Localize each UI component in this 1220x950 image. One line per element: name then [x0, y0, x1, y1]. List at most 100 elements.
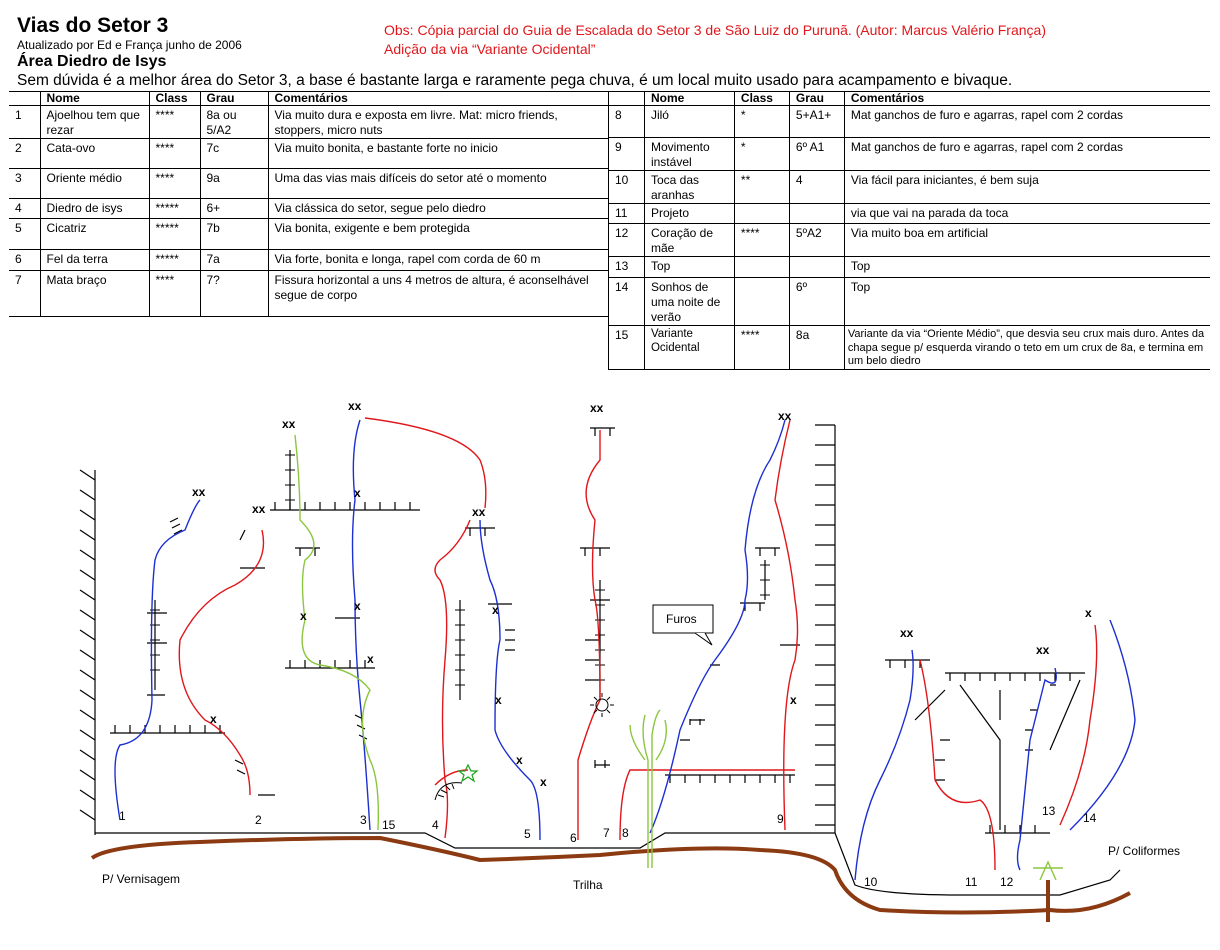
- bolt-mark: x: [492, 603, 499, 617]
- route-class: *****: [148, 198, 200, 219]
- anchor-mark: xx: [900, 626, 914, 640]
- table-row: 2 Cata-ovo **** 7c Via muito bonita, e b…: [9, 138, 608, 169]
- anchor-mark: xx: [348, 399, 362, 413]
- route-number: 10: [864, 875, 878, 889]
- route-grade: 4: [788, 170, 845, 204]
- route-number: 13: [1042, 804, 1056, 818]
- route-num: 14: [608, 277, 645, 326]
- obs-line-2: Adição da via “Variante Ocidental”: [384, 41, 596, 57]
- route-name: Top: [643, 256, 735, 278]
- route-comments: Uma das vias mais difíceis do setor até …: [267, 168, 608, 199]
- area-description: Sem dúvida é a melhor área do Setor 3, a…: [17, 72, 1013, 89]
- col-class-header: Class: [733, 91, 790, 106]
- route-name: Cata-ovo: [39, 138, 149, 169]
- plant-icon: [629, 709, 1063, 881]
- route-class: **: [733, 170, 790, 204]
- bolt-labels: x x x x x x x x x x x: [210, 486, 1092, 789]
- route-class: [733, 256, 790, 278]
- anchor-labels: xx xx xx xx xx xx xx xx xx: [192, 399, 1050, 657]
- route-num: 11: [608, 203, 645, 224]
- table-row: 5 Cicatriz ***** 7b Via bonita, exigente…: [9, 218, 608, 250]
- route-class: ****: [148, 270, 200, 317]
- route-name: Ajoelhou tem que rezar: [39, 105, 149, 139]
- col-class-header: Class: [148, 91, 200, 106]
- route-grade: 5+A1+: [788, 105, 845, 138]
- route-grade: 8a ou 5/A2: [199, 105, 268, 139]
- table-row: 10 Toca das aranhas ** 4 Via fácil para …: [608, 170, 1210, 204]
- col-name-header: Nome: [39, 91, 149, 106]
- route-comments: Via bonita, exigente e bem protegida: [267, 218, 608, 250]
- furos-label: Furos: [666, 612, 697, 626]
- route-name: Toca das aranhas: [643, 170, 735, 204]
- anchor-mark: xx: [282, 417, 296, 431]
- page-title: Vias do Setor 3: [17, 14, 169, 37]
- route-comments: Top: [843, 277, 1210, 326]
- route-lines: [114, 417, 1136, 881]
- route-class: [733, 203, 790, 224]
- route-comments: Via clássica do setor, segue pelo diedro: [267, 198, 608, 219]
- table-row: 1 Ajoelhou tem que rezar **** 8a ou 5/A2…: [9, 105, 608, 139]
- route-number: 3: [360, 813, 367, 827]
- bolt-mark: x: [354, 486, 361, 500]
- route-number: 11: [965, 875, 978, 889]
- route-name: Jiló: [643, 105, 735, 138]
- route-num: 7: [9, 270, 40, 317]
- route-num: 12: [608, 223, 645, 257]
- col-grade-header: Grau: [788, 91, 845, 106]
- route-class: ****: [148, 168, 200, 199]
- route-number: 2: [255, 813, 262, 827]
- route-num: 4: [9, 198, 40, 219]
- routes-table-left: Nome Class Grau Comentários 1 Ajoelhou t…: [9, 91, 608, 317]
- bolt-mark: x: [210, 712, 217, 726]
- route-name: Cicatriz: [39, 218, 149, 250]
- anchor-mark: xx: [778, 409, 792, 423]
- route-class: *: [733, 137, 790, 171]
- bolt-mark: x: [300, 609, 307, 623]
- route-grade: 8a: [788, 325, 845, 370]
- route-comments: Variante da via “Oriente Médio”, que des…: [843, 325, 1210, 370]
- route-grade: 6º A1: [788, 137, 845, 171]
- table-row: 11 Projeto via que vai na parada da toca: [608, 203, 1210, 224]
- route-num: 5: [9, 218, 40, 250]
- anchor-mark: xx: [590, 401, 604, 415]
- route-num: 2: [9, 138, 40, 169]
- table-row: 12 Coração de mãe **** 5ºA2 Via muito bo…: [608, 223, 1210, 257]
- route-grade: 9a: [199, 168, 268, 199]
- route-grade: 6+: [199, 198, 268, 219]
- route-grade: 7c: [199, 138, 268, 169]
- table-header-row: Nome Class Grau Comentários: [608, 91, 1210, 106]
- bolt-mark: x: [1085, 606, 1092, 620]
- anchor-mark: xx: [192, 485, 206, 499]
- obs-note: Obs: Cópia parcial do Guia de Escalada d…: [384, 21, 1046, 59]
- route-name: Sonhos de uma noite de verão: [643, 277, 735, 326]
- vernisagem-label: P/ Vernisagem: [102, 872, 180, 886]
- table-row: 13 Top Top: [608, 256, 1210, 278]
- route-number: 7: [603, 826, 610, 840]
- bolt-mark: x: [354, 599, 361, 613]
- topo-diagram: Furos xx xx xx xx xx xx xx xx xx x x x x…: [79, 399, 1180, 922]
- table-row: 8 Jiló * 5+A1+ Mat ganchos de furo e aga…: [608, 105, 1210, 138]
- bolt-mark: x: [367, 652, 374, 666]
- table-row: 3 Oriente médio **** 9a Uma das vias mai…: [9, 168, 608, 199]
- route-class: *****: [148, 218, 200, 250]
- route-class: *: [733, 105, 790, 138]
- route-comments: Via muito boa em artificial: [843, 223, 1210, 257]
- route-name: Projeto: [643, 203, 735, 224]
- route-class: ****: [148, 105, 200, 139]
- obs-line-1: Obs: Cópia parcial do Guia de Escalada d…: [384, 22, 1046, 38]
- col-comments-header: Comentários: [267, 91, 608, 106]
- cave-icon: [434, 782, 463, 801]
- route-number: 1: [119, 809, 126, 823]
- route-number: 14: [1083, 811, 1097, 825]
- route-name: Coração de mãe: [643, 223, 735, 257]
- anchor-mark: xx: [472, 505, 486, 519]
- table-row: 7 Mata braço **** 7? Fissura horizontal …: [9, 270, 608, 317]
- table-row: 15 Variante Ocidental **** 8a Variante d…: [608, 325, 1210, 370]
- route-number: 12: [1000, 875, 1014, 889]
- anchor-mark: xx: [1036, 643, 1050, 657]
- route-num: 6: [9, 249, 40, 271]
- route-grade: [788, 256, 845, 278]
- route-name: Movimento instável: [643, 137, 735, 171]
- route-name: Mata braço: [39, 270, 149, 317]
- place-labels: P/ Vernisagem Trilha P/ Coliformes: [102, 844, 1180, 892]
